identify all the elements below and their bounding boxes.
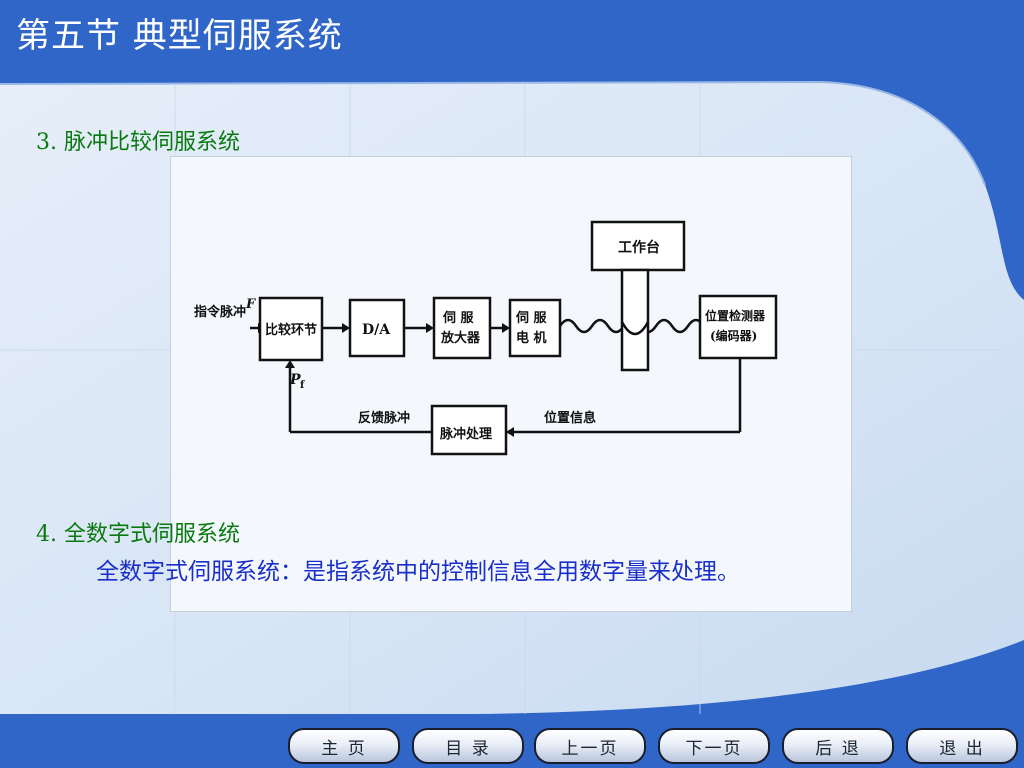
section-4-description: 全数字式伺服系统：是指系统中的控制信息全用数字量来处理。 xyxy=(96,559,740,585)
pulse-comparison-servo-diagram: 指令脉冲 F 比较环节 D/A 伺 服 放大器 伺 服 电 机 工作台 位置检测… xyxy=(170,156,852,612)
section-3-heading: 3. 脉冲比较伺服系统 xyxy=(36,130,240,155)
input-pulse-label: 指令脉冲 xyxy=(194,304,246,320)
exit-button[interactable]: 退 出 xyxy=(906,728,1018,764)
contents-button[interactable]: 目 录 xyxy=(412,728,524,764)
feedback-subscript: f xyxy=(300,380,305,391)
input-symbol: F xyxy=(245,297,256,312)
next-page-button[interactable]: 下一页 xyxy=(658,728,770,764)
diagram-frame xyxy=(170,156,852,612)
feedback-pulse-label: 反馈脉冲 xyxy=(358,410,410,426)
amplifier-label-2: 放大器 xyxy=(440,330,481,346)
da-label: D/A xyxy=(362,322,391,338)
feedback-symbol: P xyxy=(289,372,301,388)
pulse-processing-box xyxy=(430,404,508,456)
detector-label-1: 位置检测器 xyxy=(705,308,766,323)
comparator-label: 比较环节 xyxy=(265,322,317,338)
position-detector-box xyxy=(698,294,778,360)
nav-bar: 主 页 目 录 上一页 下一页 后 退 退 出 xyxy=(288,728,1018,764)
comparator-box xyxy=(258,296,324,362)
pulse-processing-label: 脉冲处理 xyxy=(439,426,492,442)
position-info-label: 位置信息 xyxy=(544,410,596,426)
detector-label-2: (编码器) xyxy=(710,328,757,343)
back-button[interactable]: 后 退 xyxy=(782,728,894,764)
worktable-label: 工作台 xyxy=(618,239,660,256)
slide-title: 第五节 典型伺服系统 xyxy=(16,16,343,56)
da-box xyxy=(348,298,406,358)
prev-page-button[interactable]: 上一页 xyxy=(534,728,646,764)
section-4-heading: 4. 全数字式伺服系统 xyxy=(36,522,240,547)
motor-box xyxy=(508,298,562,358)
worktable-box xyxy=(590,220,686,272)
amplifier-label-1: 伺 服 xyxy=(442,310,475,326)
home-button[interactable]: 主 页 xyxy=(288,728,400,764)
motor-label-1: 伺 服 xyxy=(515,310,548,326)
motor-label-2: 电 机 xyxy=(516,330,547,346)
amplifier-box xyxy=(432,296,492,360)
